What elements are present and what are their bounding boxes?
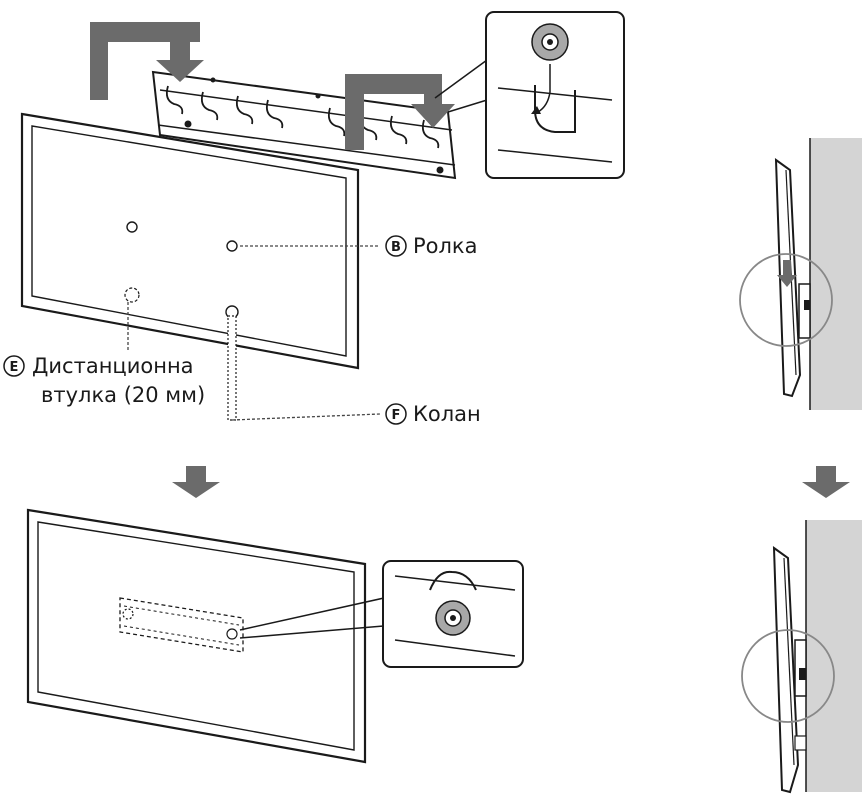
- mount-hole-1: [126, 221, 138, 233]
- label-spacer: E Дистанционна втулка (20 мм): [3, 354, 205, 407]
- wall-bottom: [806, 520, 862, 792]
- belt: [227, 315, 237, 421]
- mount-hole-roller: [226, 240, 238, 252]
- label-roller: B Ролка: [385, 234, 478, 258]
- label-roller-letter: B: [391, 240, 401, 255]
- side-detail-circle-top: [739, 253, 833, 347]
- side-view-top: [739, 138, 862, 410]
- side-detail-circle-bottom: [741, 629, 835, 723]
- hang-arrow-right: [345, 74, 455, 150]
- label-spacer-line2: втулка (20 мм): [41, 383, 205, 407]
- wall-top: [810, 138, 862, 410]
- leader-belt: [231, 413, 381, 421]
- label-roller-text: Ролка: [413, 234, 478, 258]
- tv-back-top: [20, 112, 360, 421]
- label-belt: F Колан: [385, 402, 481, 426]
- hang-arrow-left: [90, 22, 204, 100]
- roller-hung-detail-callout: [239, 560, 524, 668]
- side-view-bottom: [741, 520, 862, 794]
- roller-hook-detail-callout: [434, 11, 625, 179]
- bracket-hooks: [165, 85, 440, 149]
- label-belt-text: Колан: [413, 402, 481, 426]
- label-belt-letter: F: [392, 408, 401, 423]
- down-arrow-left: [172, 466, 220, 498]
- label-spacer-line1: Дистанционна: [32, 354, 194, 378]
- label-spacer-letter: E: [10, 360, 19, 375]
- down-arrow-right: [802, 466, 850, 498]
- tv-back-bottom: [26, 508, 367, 764]
- bracket-outline-dashed: [119, 597, 244, 653]
- mount-hole-spacer: [124, 287, 140, 303]
